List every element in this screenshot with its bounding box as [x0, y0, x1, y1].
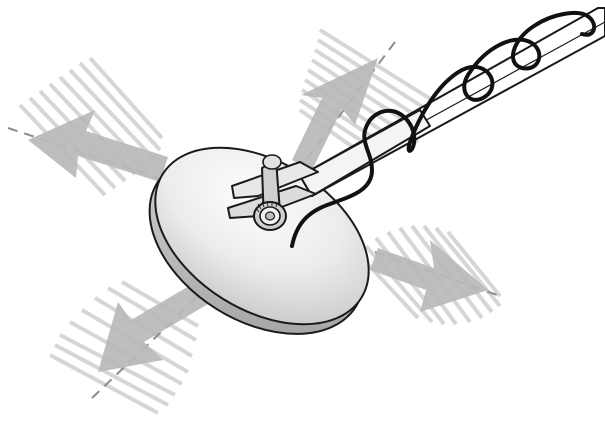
- sweep-arrow-upper-right: [292, 58, 378, 170]
- sweep-arrow-upper-left: [28, 110, 168, 182]
- coiled-cable: [290, 10, 597, 248]
- cable-wrap: [290, 10, 597, 248]
- sweep-arrow-lower-right: [370, 240, 488, 312]
- sweep-axis-upper-right: [299, 41, 396, 169]
- coil-clamp: [227, 154, 319, 231]
- knurled-knob-icon: [253, 200, 287, 231]
- sweep-arrow-lower-left: [98, 282, 208, 372]
- shaft-lower-section: [299, 109, 431, 197]
- sweep-axis-lower-left: [91, 289, 206, 399]
